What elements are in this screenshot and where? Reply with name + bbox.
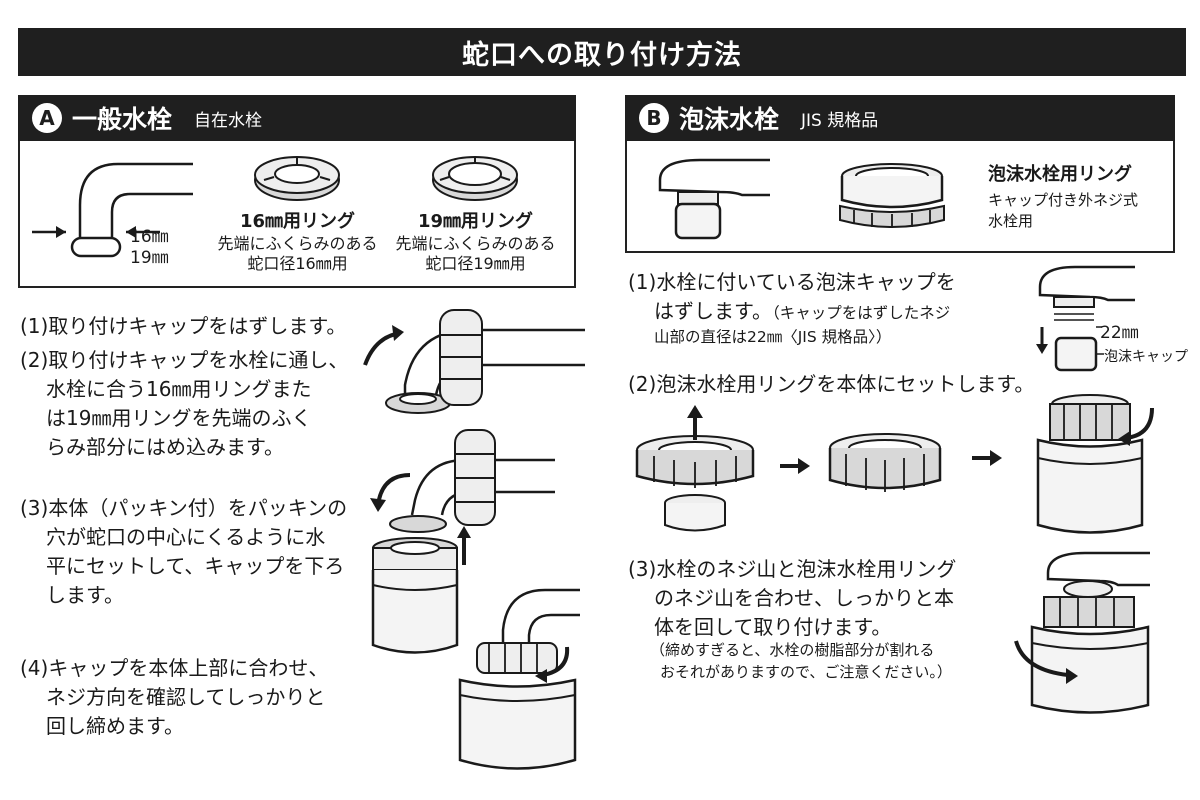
a-step-3-line: 本体（パッキン付）をパッキンの [48, 496, 348, 520]
b-step1-illustration [1036, 265, 1135, 372]
b-step-1-num: (1) [628, 270, 657, 294]
a-step-3-num: (3) [20, 496, 49, 520]
a-step-4-num: (4) [20, 656, 49, 680]
a-step-2-num: (2) [20, 348, 49, 372]
dim-16-label: 16㎜ [130, 227, 169, 247]
a-step3-illustration [370, 429, 555, 654]
b-step-1-sub: （キャップをはずしたネジ [772, 304, 951, 322]
b-step2-illustration [635, 405, 1002, 532]
foam-ring-desc: キャップ付き外ネジ式 水栓用 [988, 190, 1138, 232]
foam-faucet-icon [658, 158, 770, 240]
ring-19-desc2: 蛇口径19㎜用 [425, 253, 526, 273]
a-step4-illustration [458, 588, 580, 770]
b-step2-body-illustration [1036, 394, 1154, 534]
b-step-3: (3)水栓のネジ山と泡沫水栓用リング のネジ山を合わせ、しっかりと本 体を回して… [628, 555, 1008, 642]
ring-16-caption: 16㎜用リング 先端にふくらみのある 蛇口径16㎜用 [210, 211, 385, 274]
a-step-2-line: は19㎜用リングを先端のふく [46, 406, 312, 430]
foam-ring-icon [839, 163, 945, 228]
ring-16-desc1: 先端にふくらみのある [217, 233, 378, 253]
dim-22-label: 22㎜ [1100, 323, 1139, 343]
a-step1-illustration [363, 309, 585, 414]
ring-19-desc1: 先端にふくらみのある [395, 233, 556, 253]
b-step-1-line: 水栓に付いている泡沫キャップを [656, 270, 956, 294]
foam-ring-desc2: 水栓用 [988, 212, 1034, 230]
a-step-4-line: 回し締めます。 [46, 714, 184, 738]
ring-16-desc2: 蛇口径16㎜用 [247, 253, 348, 273]
page-title: 蛇口への取り付け方法 [18, 28, 1186, 76]
a-step-4-line: ネジ方向を確認してしっかりと [46, 685, 326, 709]
ring-19-title: 19㎜用リング [417, 211, 534, 232]
a-step-3-line: します。 [46, 583, 124, 607]
a-step-3-line: 穴が蛇口の中心にくるように水 [46, 525, 326, 549]
section-a-header: A 一般水栓 自在水栓 [18, 95, 576, 141]
b-step-3-line: のネジ山を合わせ、しっかりと本 [654, 586, 954, 610]
b-step-1-line: はずします。 [654, 299, 772, 323]
b-step-1: (1)水栓に付いている泡沫キャップを はずします。（キャップをはずしたネジ 山部… [628, 268, 998, 348]
section-a-subtitle: 自在水栓 [194, 110, 263, 131]
b-note-line2: おそれがありますので、ご注意ください。） [660, 662, 952, 681]
a-step-1-line: 取り付けキャップをはずします。 [48, 314, 347, 338]
b-note-line1: （締めすぎると、水栓の樹脂部分が割れる [650, 641, 935, 659]
ring-16-icon [254, 156, 340, 201]
section-a-parts-box [18, 141, 576, 288]
b-step-3-note: （締めすぎると、水栓の樹脂部分が割れる おそれがありますので、ご注意ください。） [650, 640, 1010, 684]
a-step-2-line: 取り付けキャップを水栓に通し、 [48, 348, 349, 372]
b-step-3-num: (3) [628, 557, 657, 581]
a-step-4-line: キャップを本体上部に合わせ、 [48, 656, 329, 680]
b-step-3-line: 体を回して取り付けます。 [654, 615, 892, 639]
a-step-4: (4)キャップを本体上部に合わせ、 ネジ方向を確認してしっかりと 回し締めます。 [20, 654, 365, 741]
foam-ring-title: 泡沫水栓用リング [988, 164, 1132, 185]
a-step-2-line: 水栓に合う16㎜用リングまた [46, 377, 312, 401]
b-step-2: (2)泡沫水栓用リングを本体にセットします。 [628, 370, 1058, 399]
ring-16-title: 16㎜用リング [239, 211, 356, 232]
ring-19-caption: 19㎜用リング 先端にふくらみのある 蛇口径19㎜用 [388, 211, 563, 274]
b-step3-illustration [1014, 551, 1150, 714]
a-step-3-line: 平にセットして、キャップを下ろ [46, 554, 345, 578]
foam-cap-label: 泡沫キャップ [1104, 349, 1188, 365]
b-step-2-num: (2) [628, 372, 657, 396]
section-b-title: 泡沫水栓 [679, 105, 780, 134]
a-step-3: (3)本体（パッキン付）をパッキンの 穴が蛇口の中心にくるように水 平にセットし… [20, 494, 365, 610]
dim-19-label: 19㎜ [130, 248, 169, 268]
section-b-header: B 泡沫水栓 JIS 規格品 [625, 95, 1175, 141]
b-step-2-line: 泡沫水栓用リングを本体にセットします。 [656, 372, 1035, 396]
section-a-badge: A [32, 103, 62, 133]
ring-19-icon [432, 156, 518, 201]
b-step-3-line: 水栓のネジ山と泡沫水栓用リング [656, 557, 957, 581]
a-step-1: (1)取り付けキャップをはずします。 [20, 312, 360, 341]
faucet-pipe-illustration [32, 162, 193, 258]
a-step-2-line: らみ部分にはめ込みます。 [46, 435, 284, 459]
section-a-title: 一般水栓 [72, 105, 173, 134]
a-step-2: (2)取り付けキャップを水栓に通し、 水栓に合う16㎜用リングまた は19㎜用リ… [20, 346, 360, 462]
section-b-subtitle: JIS 規格品 [801, 110, 879, 131]
foam-ring-desc1: キャップ付き外ネジ式 [988, 191, 1139, 209]
a-step-1-num: (1) [20, 314, 49, 338]
section-b-parts-box [625, 141, 1175, 253]
section-b-badge: B [639, 103, 669, 133]
b-step-1-sub: 山部の直径は22㎜〈JIS 規格品〉） [654, 328, 892, 346]
